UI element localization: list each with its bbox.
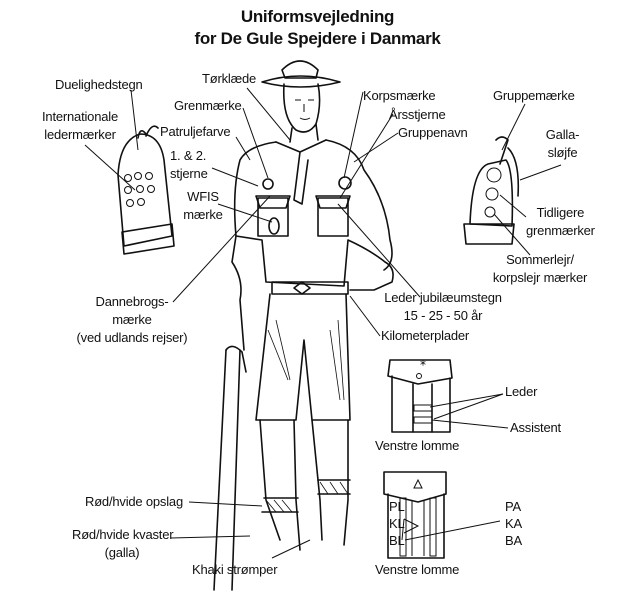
- svg-text:*: *: [420, 358, 426, 372]
- label-leder-jubilaeumstegn: Leder jubilæumstegn 15 - 25 - 50 år: [380, 289, 506, 325]
- leader-lines: [84, 87, 562, 559]
- label-gruppenavn: Gruppenavn: [398, 125, 468, 140]
- label-torklaede: Tørklæde: [202, 71, 257, 86]
- label-khaki-stromper: Khaki strømper: [192, 562, 278, 577]
- label-line: ledermærker: [44, 127, 116, 142]
- right-sleeve-inset: [463, 136, 520, 245]
- left-sleeve-inset: [117, 125, 175, 255]
- label-pl: PL: [389, 499, 405, 514]
- left-leg-drawing: [259, 419, 301, 551]
- label-line: Dannebrogs-: [95, 294, 169, 309]
- label-line: Galla-: [545, 127, 580, 142]
- wfis-badge: [268, 217, 280, 235]
- scarf-drawing: [275, 139, 327, 205]
- belt-drawing: [271, 281, 349, 295]
- label-line: korpslejr mærker: [492, 270, 588, 285]
- korpsmaerke-badge: [338, 176, 352, 190]
- label-kilometerplader: Kilometerplader: [381, 328, 470, 343]
- label-line: 1. & 2.: [170, 148, 207, 163]
- label-kl: KL: [389, 516, 405, 531]
- label-leder: Leder: [505, 384, 538, 399]
- label-venstre-lomme-1: Venstre lomme: [375, 438, 460, 453]
- grenmaerke-badge: [262, 178, 274, 190]
- label-sommerlejr-korpslejr: Sommerlejr/ korpslejr mærker: [480, 251, 600, 287]
- label-line: grenmærker: [526, 223, 595, 238]
- label-line: 15 - 25 - 50 år: [403, 308, 483, 323]
- shorts-drawing: [255, 293, 351, 421]
- label-ba: BA: [505, 533, 522, 548]
- sock-tops: [261, 479, 351, 513]
- label-line: mærke: [183, 207, 223, 222]
- label-duelighedstegn: Duelighedstegn: [55, 77, 143, 92]
- label-korpsmaerke: Korpsmærke: [363, 88, 436, 103]
- pocket-inset-patrol: [383, 471, 447, 559]
- label-arsstjerne: Årsstjerne: [389, 107, 446, 122]
- label-ka: KA: [505, 516, 522, 531]
- label-venstre-lomme-2: Venstre lomme: [375, 562, 460, 577]
- label-line: Internationale: [42, 109, 118, 124]
- label-line: Sommerlejr/: [506, 252, 574, 267]
- label-grenmaerke: Grenmærke: [174, 98, 242, 113]
- label-line: stjerne: [170, 166, 208, 181]
- hat-drawing: [261, 60, 341, 88]
- label-internationale-ledermaerker: Internationale ledermærker: [30, 108, 130, 144]
- label-line: sløjfe: [547, 145, 578, 160]
- label-line: WFIS: [187, 189, 219, 204]
- title-line-2: for De Gule Spejdere i Danmark: [194, 29, 441, 48]
- label-line: Leder jubilæumstegn: [384, 290, 502, 305]
- label-line: Rød/hvide kvaster: [72, 527, 174, 542]
- label-dannebrogsmaerke: Dannebrogs- mærke (ved udlands rejser): [62, 293, 202, 347]
- label-assistent: Assistent: [510, 420, 561, 435]
- label-tidligere-grenmaerker: Tidligere grenmærker: [526, 204, 595, 240]
- label-bl: BL: [389, 533, 405, 548]
- label-gruppemaerke: Gruppemærke: [493, 88, 575, 103]
- label-rod-hvide-kvaster: Rød/hvide kvaster (galla): [72, 526, 174, 562]
- label-gallasloejfe: Galla- sløjfe: [540, 126, 585, 162]
- label-line: mærke: [112, 312, 152, 327]
- label-line: Tidligere: [536, 205, 585, 220]
- label-pa: PA: [505, 499, 521, 514]
- head-drawing: [282, 83, 321, 133]
- right-leg-drawing: [311, 419, 349, 546]
- label-line: (ved udlands rejser): [76, 330, 188, 345]
- label-line: (galla): [104, 545, 140, 560]
- staff-drawing: [213, 349, 241, 591]
- label-patruljefarve: Patruljefarve: [160, 124, 231, 139]
- pocket-inset-leader: *: [387, 358, 453, 433]
- label-wfis-maerke: WFIS mærke: [178, 188, 228, 224]
- title-line-1: Uniformsvejledning: [240, 7, 395, 26]
- label-rod-hvide-opslag: Rød/hvide opslag: [85, 494, 183, 509]
- label-stjerne: 1. & 2. stjerne: [170, 147, 208, 183]
